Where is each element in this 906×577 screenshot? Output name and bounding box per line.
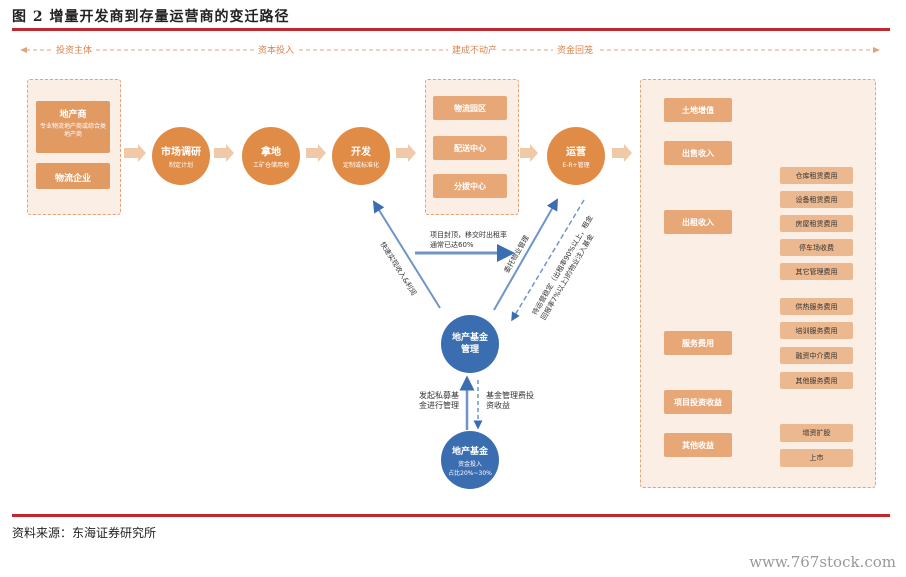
developer-box: 地产商 专业物流地产商或综合类地产商 (36, 101, 110, 153)
return-rent: 出租收入 (664, 210, 732, 234)
logistics-box: 物流企业 (36, 163, 110, 189)
step-sub: 定制或标准化 (342, 162, 379, 169)
phase-capital: 资本投入 (254, 43, 299, 56)
step-land: 拿地 工矿仓储用地 (242, 127, 300, 185)
rent-item: 设备租赁费用 (780, 191, 853, 208)
step-sub: E-R+管理 (562, 162, 590, 169)
rent-item: 房屋租赁费用 (780, 215, 853, 232)
step-sub: 工矿仓储用地 (252, 162, 289, 169)
phase-return: 资金回笼 (553, 43, 598, 56)
return-other: 其他收益 (664, 433, 732, 457)
bottom-rule (12, 514, 890, 517)
service-item: 其他服务费用 (780, 372, 853, 389)
service-item: 培训服务费用 (780, 322, 853, 339)
asset-distribution-center: 配送中心 (433, 136, 507, 160)
service-item: 供热服务费用 (780, 298, 853, 315)
source-note: 资料来源：东海证券研究所 (12, 526, 157, 540)
note-fee: 基金管理费投资收益 (486, 391, 534, 410)
rent-item: 仓库租赁费用 (780, 167, 853, 184)
rent-item: 停车场收费 (780, 239, 853, 256)
fund-manager-circle: 地产基金管理 (441, 315, 499, 373)
watermark: www.767stock.com (749, 553, 896, 571)
step-title: 拿地 (261, 147, 281, 158)
step-title: 市场调研 (161, 147, 201, 158)
other-item: 增资扩股 (780, 424, 853, 442)
developer-title: 地产商 (59, 110, 87, 120)
top-rule (12, 28, 890, 31)
step-market-research: 市场调研 制定计划 (152, 127, 210, 185)
fund-manager-title: 地产基金管理 (451, 333, 488, 355)
step-develop: 开发 定制或标准化 (332, 127, 390, 185)
step-title: 开发 (351, 147, 371, 158)
developer-sub: 专业物流地产商或综合类地产商 (40, 123, 107, 138)
rent-item: 其它管理费用 (780, 263, 853, 280)
return-land: 土地增值 (664, 98, 732, 122)
phase-investor: 投资主体 (52, 43, 97, 56)
step-title: 运营 (566, 147, 586, 158)
return-sale: 出售收入 (664, 141, 732, 165)
return-project: 项目投资收益 (664, 390, 732, 414)
fund-circle: 地产基金 资金投入 占比20%~30% (441, 431, 499, 489)
asset-sorting-center: 分拨中心 (433, 174, 507, 198)
other-item: 上市 (780, 449, 853, 467)
fund-sub2: 占比20%~30% (448, 469, 492, 477)
logistics-title: 物流企业 (54, 174, 91, 184)
asset-logistics-park: 物流园区 (433, 96, 507, 120)
step-operate: 运营 E-R+管理 (547, 127, 605, 185)
note-initiate: 发起私募基金进行管理 (419, 391, 459, 410)
figure-title: 图 2 增量开发商到存量运营商的变迁路径 (12, 9, 290, 25)
note-cap-rate: 项目封顶，移交时出租率通常已达60% (430, 231, 507, 249)
fund-sub: 资金投入 (457, 460, 482, 468)
fund-title: 地产基金 (451, 446, 488, 457)
return-service: 服务费用 (664, 331, 732, 355)
step-sub: 制定计划 (168, 162, 193, 169)
service-item: 融资中介费用 (780, 347, 853, 364)
phase-built: 建成不动产 (448, 43, 502, 56)
